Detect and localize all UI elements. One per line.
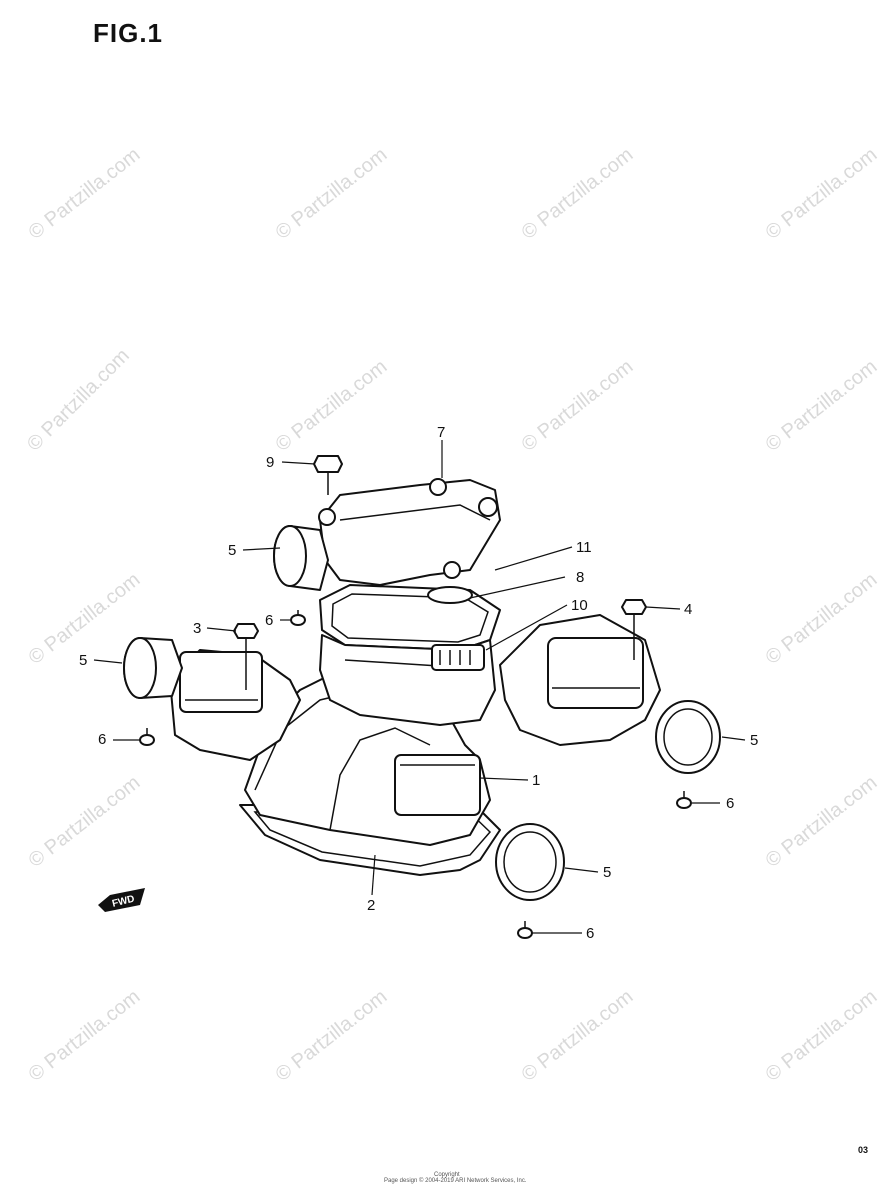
callout-10: 10 [571, 597, 588, 614]
watermark: © Partzilla.com [23, 345, 134, 456]
watermark: © Partzilla.com [518, 144, 638, 244]
watermark: © Partzilla.com [25, 772, 145, 872]
callout-5: 5 [750, 732, 758, 749]
callout-8: 8 [576, 569, 584, 586]
watermark: © Partzilla.com [272, 356, 392, 456]
plug-5-front[interactable] [495, 823, 565, 901]
callout-3: 3 [193, 620, 201, 637]
top-cap-7[interactable] [319, 479, 501, 586]
callout-2: 2 [367, 897, 375, 914]
callout-6: 6 [265, 612, 273, 629]
figure-title: FIG.1 [93, 18, 164, 48]
screw-6-left[interactable] [139, 728, 155, 746]
watermark: © Partzilla.com [272, 144, 392, 244]
screw-6-front[interactable] [517, 921, 533, 939]
callout-6: 6 [98, 731, 106, 748]
plug-5-left[interactable] [123, 637, 183, 699]
plug-5-upper-left[interactable] [273, 525, 329, 591]
watermark: © Partzilla.com [518, 986, 638, 1086]
top-cap-boss-left [318, 508, 336, 526]
fwd-label: FWD [111, 894, 136, 910]
cover-left-arm-box [179, 651, 263, 713]
watermark: © Partzilla.com [25, 986, 145, 1086]
callout-1: 1 [532, 772, 540, 789]
watermark: © Partzilla.com [762, 144, 882, 244]
callout-layer: 7 9 5 11 8 6 3 10 4 5 6 1 5 6 2 5 6 [79, 424, 758, 942]
plug-5-right[interactable] [655, 700, 721, 774]
top-cap-boss-right [478, 497, 498, 517]
callout-7: 7 [437, 424, 445, 441]
screw-6-center[interactable] [290, 610, 306, 626]
callout-9: 9 [266, 454, 274, 471]
watermark: © Partzilla.com [762, 569, 882, 669]
footer-line-2: Page design © 2004-2019 ARI Network Serv… [384, 1177, 527, 1184]
top-cap-boss-top [429, 478, 447, 496]
fwd-arrow-icon: FWD [98, 888, 145, 912]
corner-mark: 03 [858, 1145, 868, 1155]
screw-6-right[interactable] [676, 791, 692, 809]
watermark: © Partzilla.com [25, 144, 145, 244]
cover-raised-box [394, 754, 481, 816]
callout-6: 6 [586, 925, 594, 942]
top-cap-boss-front [443, 561, 461, 579]
bolt-4[interactable] [621, 599, 647, 660]
watermark: © Partzilla.com [272, 986, 392, 1086]
cover-right-arm-box [547, 637, 644, 709]
leader-lines [93, 440, 746, 934]
watermark: © Partzilla.com [518, 356, 638, 456]
callout-6: 6 [726, 795, 734, 812]
bolt-9[interactable] [313, 455, 343, 495]
bolt-3[interactable] [233, 623, 259, 690]
small-gasket-11[interactable] [427, 586, 473, 604]
callout-4: 4 [684, 601, 692, 618]
watermark: © Partzilla.com [762, 986, 882, 1086]
footer-line-1: Copyright [434, 1172, 460, 1178]
filter-element-10[interactable] [431, 644, 485, 671]
watermark: © Partzilla.com [762, 356, 882, 456]
top-cap-ridge [339, 504, 491, 521]
watermark: © Partzilla.com [762, 772, 882, 872]
callout-5: 5 [603, 864, 611, 881]
callout-11: 11 [576, 539, 592, 556]
callout-5: 5 [79, 652, 87, 669]
callout-5: 5 [228, 542, 236, 559]
filter-element-ribs [439, 650, 471, 665]
cover-ridge-2 [329, 727, 431, 831]
plate-gasket-inner [331, 593, 489, 643]
